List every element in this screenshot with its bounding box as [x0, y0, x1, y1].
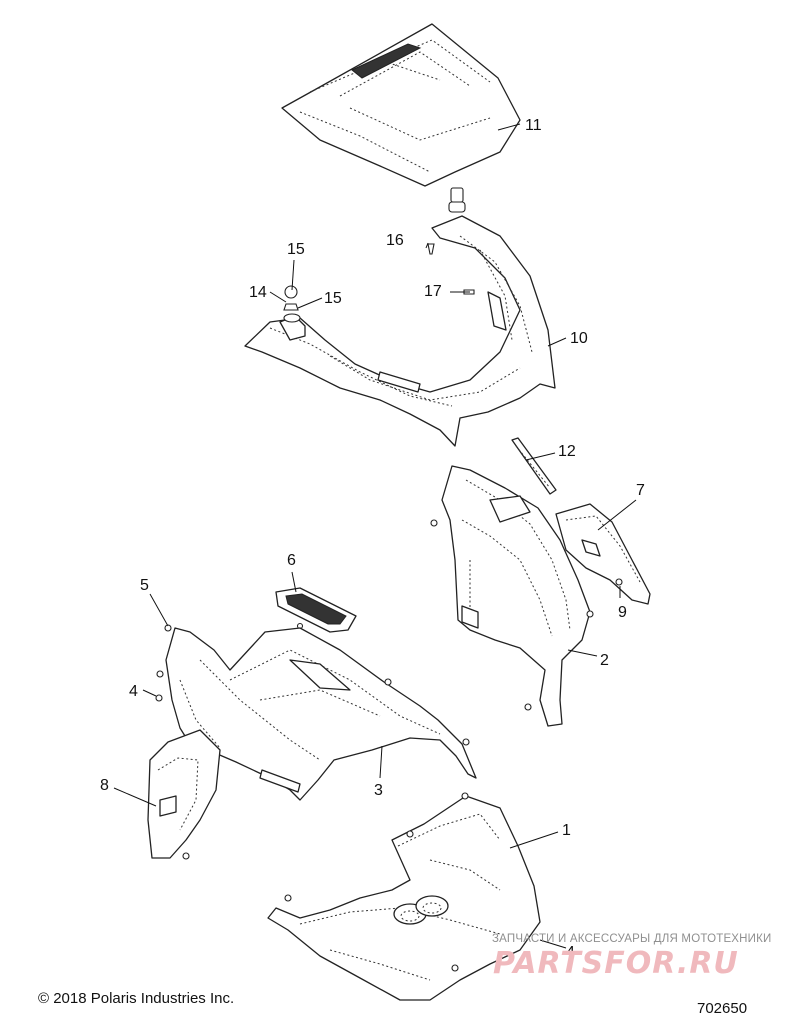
- callout-labels: 11 16 15 14 15 17 10 12 7 9 2 6 5 4 3 8 …: [100, 117, 645, 961]
- callout-7: 7: [636, 482, 645, 499]
- part-11-hood: [281, 23, 521, 187]
- clip-16: [427, 243, 435, 255]
- latch-hardware: [448, 187, 466, 213]
- callout-3: 3: [374, 782, 383, 799]
- callout-1: 1: [562, 822, 571, 839]
- fastener-13-14-15: [283, 285, 301, 323]
- callout-13: 14: [249, 284, 267, 301]
- callout-8: 8: [100, 777, 109, 794]
- callout-11: 11: [525, 117, 542, 134]
- callout-6: 6: [287, 552, 296, 569]
- callout-9: 9: [618, 604, 627, 621]
- part-2-side-panel: [430, 465, 594, 727]
- part-3-front-body: [155, 624, 477, 801]
- part-10-front-panel: [244, 215, 556, 447]
- callout-12: 12: [558, 443, 576, 460]
- part-6-grille: [275, 587, 357, 633]
- callout-2: 2: [600, 652, 609, 669]
- callout-4a: 4: [129, 683, 138, 700]
- part-8-lower-panel: [147, 729, 221, 860]
- callout-17: 17: [424, 283, 442, 300]
- callout-16: 16: [386, 232, 404, 249]
- part-1-floor-panel: [267, 792, 541, 1001]
- part-7-bracket: [555, 503, 651, 605]
- watermark-logo: PARTSFOR.RU: [493, 946, 739, 981]
- callout-5: 5: [140, 577, 149, 594]
- diagram-number: 702650: [697, 1000, 748, 1017]
- copyright-text: © 2018 Polaris Industries Inc.: [38, 990, 235, 1007]
- callout-4b: 4: [566, 944, 575, 961]
- part-12-trim-strip: [511, 437, 557, 495]
- callout-14: 15: [324, 290, 342, 307]
- callout-15: 15: [287, 241, 305, 258]
- leader-lines: [113, 123, 637, 949]
- watermark-tagline: ЗАПЧАСТИ И АКСЕССУАРЫ ДЛЯ МОТОТЕХНИКИ: [492, 933, 772, 945]
- callout-10: 10: [570, 330, 588, 347]
